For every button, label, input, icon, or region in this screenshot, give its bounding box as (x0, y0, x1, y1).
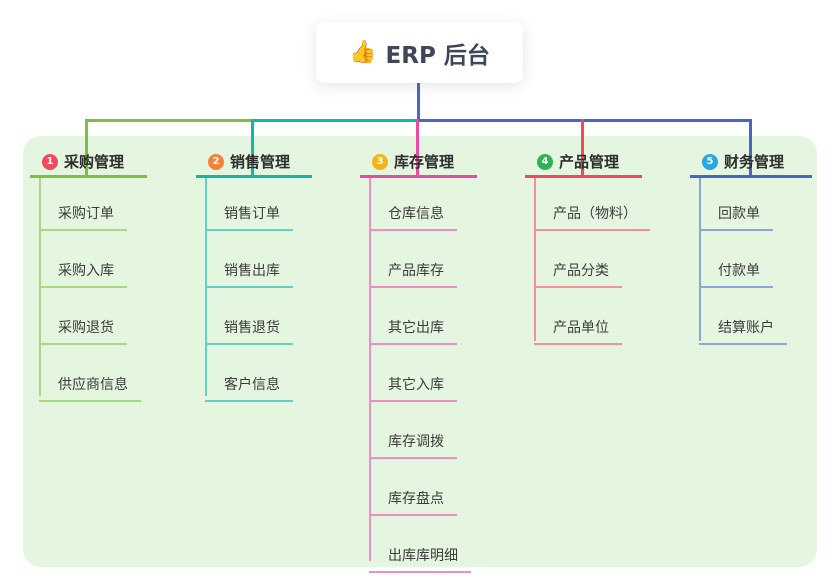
child-node[interactable]: 仓库信息 (369, 174, 457, 231)
child-node[interactable]: 采购订单 (39, 174, 127, 231)
branch-number-badge: 3 (372, 153, 388, 170)
bus-segment-3 (417, 119, 752, 122)
child-column: 采购订单采购入库采购退货供应商信息 (39, 174, 141, 402)
branch-label: 采购管理 (64, 153, 125, 171)
child-node[interactable]: 产品单位 (534, 288, 622, 345)
bus-segment-2 (251, 119, 417, 122)
child-node[interactable]: 其它入库 (369, 345, 457, 402)
bus-segment-1 (85, 119, 251, 122)
child-node-label: 库存调拨 (388, 434, 444, 450)
child-node[interactable]: 销售订单 (205, 174, 293, 231)
child-node-label: 库存盘点 (388, 491, 444, 507)
branch-number-badge: 1 (42, 153, 58, 170)
child-column: 回款单付款单结算账户 (699, 174, 787, 345)
child-column: 仓库信息产品库存其它出库其它入库库存调拨库存盘点出库库明细 (369, 174, 471, 573)
branch-node-4[interactable]: 4 产品管理 (525, 148, 642, 178)
root-connector-line (417, 83, 420, 122)
child-node-label: 其它出库 (388, 320, 444, 336)
branch-number-badge: 5 (702, 153, 718, 170)
child-node[interactable]: 采购入库 (39, 231, 127, 288)
branch-label: 财务管理 (724, 153, 785, 171)
child-node-label: 产品库存 (388, 263, 444, 279)
branch-drop-line (85, 119, 88, 178)
branch-node-5[interactable]: 5 财务管理 (690, 148, 812, 178)
child-node[interactable]: 销售退货 (205, 288, 293, 345)
branch-number-badge: 4 (537, 153, 553, 170)
child-column: 销售订单销售出库销售退货客户信息 (205, 174, 293, 402)
branch-drop-line (581, 119, 584, 178)
child-node[interactable]: 其它出库 (369, 288, 457, 345)
branch-node-1[interactable]: 1 采购管理 (30, 148, 147, 178)
branch-node-3[interactable]: 3 库存管理 (360, 148, 477, 178)
child-node-label: 付款单 (718, 263, 760, 279)
child-node-label: 客户信息 (224, 377, 280, 393)
child-node-label: 采购入库 (58, 263, 114, 279)
root-node-label: ERP 后台 (385, 42, 490, 69)
child-node[interactable]: 客户信息 (205, 345, 293, 402)
child-spine-line (534, 178, 536, 341)
child-spine-line (699, 178, 701, 341)
child-node[interactable]: 产品（物料） (534, 174, 650, 231)
branch-label: 销售管理 (230, 153, 291, 171)
child-column: 产品（物料） 产品分类产品单位 (534, 174, 650, 345)
branch-drop-line (749, 119, 752, 178)
child-node-label: 采购订单 (58, 206, 114, 222)
child-node[interactable]: 产品库存 (369, 231, 457, 288)
child-spine-line (369, 178, 371, 561)
child-node-label: 产品（物料） (553, 206, 637, 222)
child-node[interactable]: 产品分类 (534, 231, 622, 288)
child-node-label: 回款单 (718, 206, 760, 222)
child-node-label: 销售出库 (224, 263, 280, 279)
branch-number-badge: 2 (208, 153, 224, 170)
branches-panel (23, 136, 817, 567)
child-node[interactable]: 销售出库 (205, 231, 293, 288)
child-node-label: 销售退货 (224, 320, 280, 336)
child-node[interactable]: 付款单 (699, 231, 773, 288)
child-node-label: 其它入库 (388, 377, 444, 393)
child-node-label: 产品分类 (553, 263, 609, 279)
child-node-label: 出库库明细 (388, 548, 458, 564)
child-node[interactable]: 出库库明细 (369, 516, 471, 573)
child-node[interactable]: 供应商信息 (39, 345, 141, 402)
branch-drop-line (251, 119, 254, 178)
branch-drop-line (416, 119, 419, 178)
child-node-label: 采购退货 (58, 320, 114, 336)
child-node[interactable]: 采购退货 (39, 288, 127, 345)
root-node[interactable]: 👍 ERP 后台 (316, 22, 523, 83)
child-node-label: 结算账户 (718, 320, 774, 336)
child-node[interactable]: 回款单 (699, 174, 773, 231)
branch-label: 库存管理 (394, 153, 455, 171)
child-node[interactable]: 结算账户 (699, 288, 787, 345)
thumbs-up-icon: 👍 (349, 39, 377, 65)
child-node[interactable]: 库存盘点 (369, 459, 457, 516)
child-node-label: 供应商信息 (58, 377, 128, 393)
branch-node-2[interactable]: 2 销售管理 (196, 148, 312, 178)
child-node-label: 产品单位 (553, 320, 609, 336)
branch-label: 产品管理 (559, 153, 620, 171)
child-node-label: 仓库信息 (388, 206, 444, 222)
child-node-label: 销售订单 (224, 206, 280, 222)
child-node[interactable]: 库存调拨 (369, 402, 457, 459)
